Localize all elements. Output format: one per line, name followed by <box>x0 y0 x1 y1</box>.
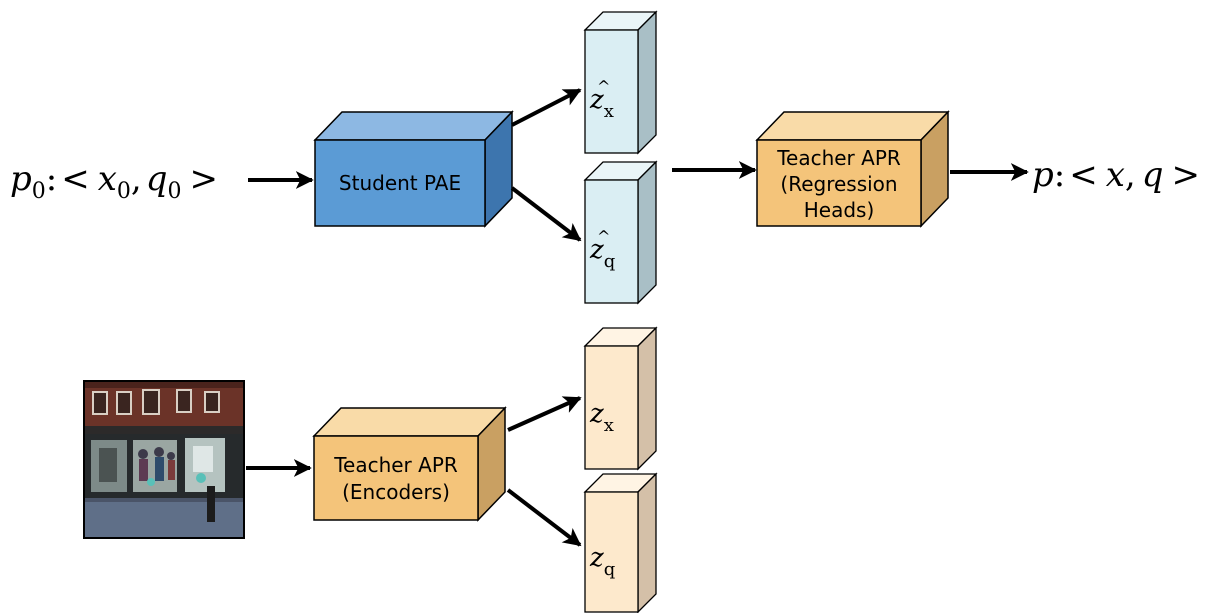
storefront-photo-icon <box>85 382 243 537</box>
arrow-encoders-to-z-x <box>507 396 582 432</box>
output-pose-label: p:<x,q> <box>1032 155 1200 195</box>
arrow-student-to-zhat-q <box>510 186 582 242</box>
latent-z-x: zx <box>583 326 658 471</box>
svg-text:Teacher APR: Teacher APR <box>333 453 458 477</box>
svg-text:Teacher APR: Teacher APR <box>776 146 901 170</box>
svg-text:(Encoders): (Encoders) <box>342 480 450 504</box>
svg-text:zx: zx <box>589 399 614 436</box>
svg-text:^: ^ <box>597 77 610 96</box>
svg-text:zq: zq <box>589 235 615 272</box>
input-pose-label: p0:<x0,q0> <box>10 159 218 204</box>
student-pae-box: Student PAE <box>313 110 514 228</box>
svg-text:p:<x,q>: p:<x,q> <box>1032 155 1200 195</box>
svg-text:p0:<x0,q0>: p0:<x0,q0> <box>10 159 218 204</box>
svg-text:zq: zq <box>589 543 615 580</box>
latent-zhat-x: zx ^ <box>583 10 658 155</box>
teacher-apr-encoders-box: Teacher APR (Encoders) <box>312 406 507 522</box>
teacher-apr-heads-box: Teacher APR (Regression Heads) <box>755 110 950 228</box>
query-image <box>83 380 245 539</box>
svg-text:Heads): Heads) <box>804 198 875 222</box>
latent-z-q: zq <box>583 472 658 613</box>
arrow-student-to-zhat-x <box>511 88 582 127</box>
svg-text:zx: zx <box>589 85 614 122</box>
svg-text:^: ^ <box>597 227 610 246</box>
latent-zhat-q: zq ^ <box>583 160 658 305</box>
student-pae-label: Student PAE <box>339 171 461 195</box>
arrow-encoders-to-z-q <box>506 488 582 547</box>
svg-text:(Regression: (Regression <box>780 172 897 196</box>
